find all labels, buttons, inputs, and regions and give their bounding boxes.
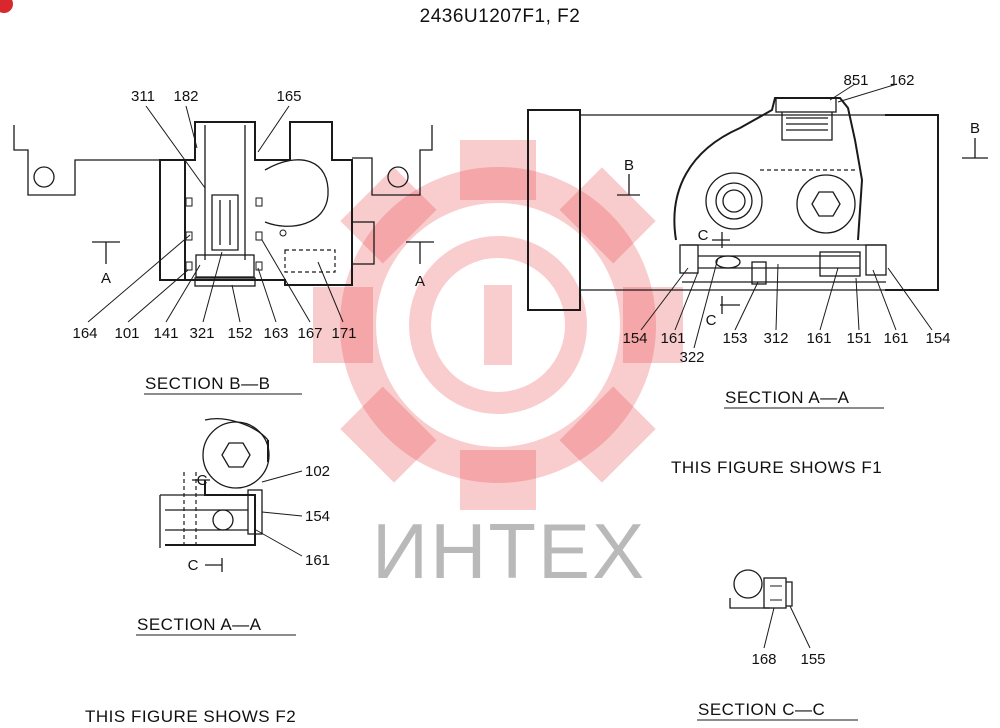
callout-152: 152 [227,325,252,342]
section-aa-f1-cut-mark-b-right: B [970,120,980,137]
callout-851: 851 [843,72,868,89]
callout-312: 312 [763,330,788,347]
callout-f1-161-mid: 161 [806,330,831,347]
callout-322: 322 [679,349,704,366]
watermark-logo: ИНТЕХ [313,140,683,595]
section-aa-f1-note: THIS FIGURE SHOWS F1 [671,458,882,477]
callout-153: 153 [722,330,747,347]
drawing-title: 2436U1207F1, F2 [420,6,581,27]
watermark-gear-teeth [313,140,683,510]
section-aa-f1-cut-mark-c-bottom: C [706,312,717,329]
section-aa-f2-cut-mark-top: C [197,472,208,489]
callout-101: 101 [114,325,139,342]
callout-f1-154-right: 154 [925,330,950,347]
callout-311: 311 [131,88,155,105]
callout-171: 171 [331,325,356,342]
callout-321: 321 [189,325,214,342]
callout-165: 165 [276,88,301,105]
section-bb-caption: SECTION B—B [145,374,270,393]
callout-155: 155 [800,651,825,668]
section-cc-drawing [729,569,811,649]
section-aa-f1-drawing [527,83,988,349]
callout-141: 141 [153,325,178,342]
watermark-gear-inner [409,236,587,414]
callout-162: 162 [889,72,914,89]
section-cc-caption: SECTION C—C [698,700,825,719]
callout-182: 182 [173,88,198,105]
callout-f2-161: 161 [305,552,330,569]
callout-164: 164 [72,325,97,342]
watermark-text: ИНТЕХ [372,507,646,595]
section-bb-drawing [13,105,434,323]
callout-167: 167 [297,325,322,342]
callout-151: 151 [846,330,871,347]
section-aa-f2-cut-mark-bottom: C [188,557,199,574]
section-bb-cut-mark-right: A [415,273,425,290]
callout-f1-154-left: 154 [622,330,647,347]
section-aa-f2-note: THIS FIGURE SHOWS F2 [85,707,296,726]
callout-163: 163 [263,325,288,342]
section-bb-cut-mark-left: A [101,270,111,287]
section-aa-f2-drawing [159,418,303,572]
section-aa-f1-cut-mark-b-left: B [624,157,634,174]
section-aa-f2-caption: SECTION A—A [137,615,262,634]
callout-f2-154: 154 [305,508,330,525]
callout-102: 102 [305,463,330,480]
corner-badge-icon [0,0,13,13]
callout-f1-161-left: 161 [660,330,685,347]
callout-f1-161-right: 161 [883,330,908,347]
section-aa-f1-cut-mark-c-top: C [698,227,709,244]
watermark-gear-ring [340,167,656,483]
section-aa-f1-caption: SECTION A—A [725,388,850,407]
callout-168: 168 [751,651,776,668]
